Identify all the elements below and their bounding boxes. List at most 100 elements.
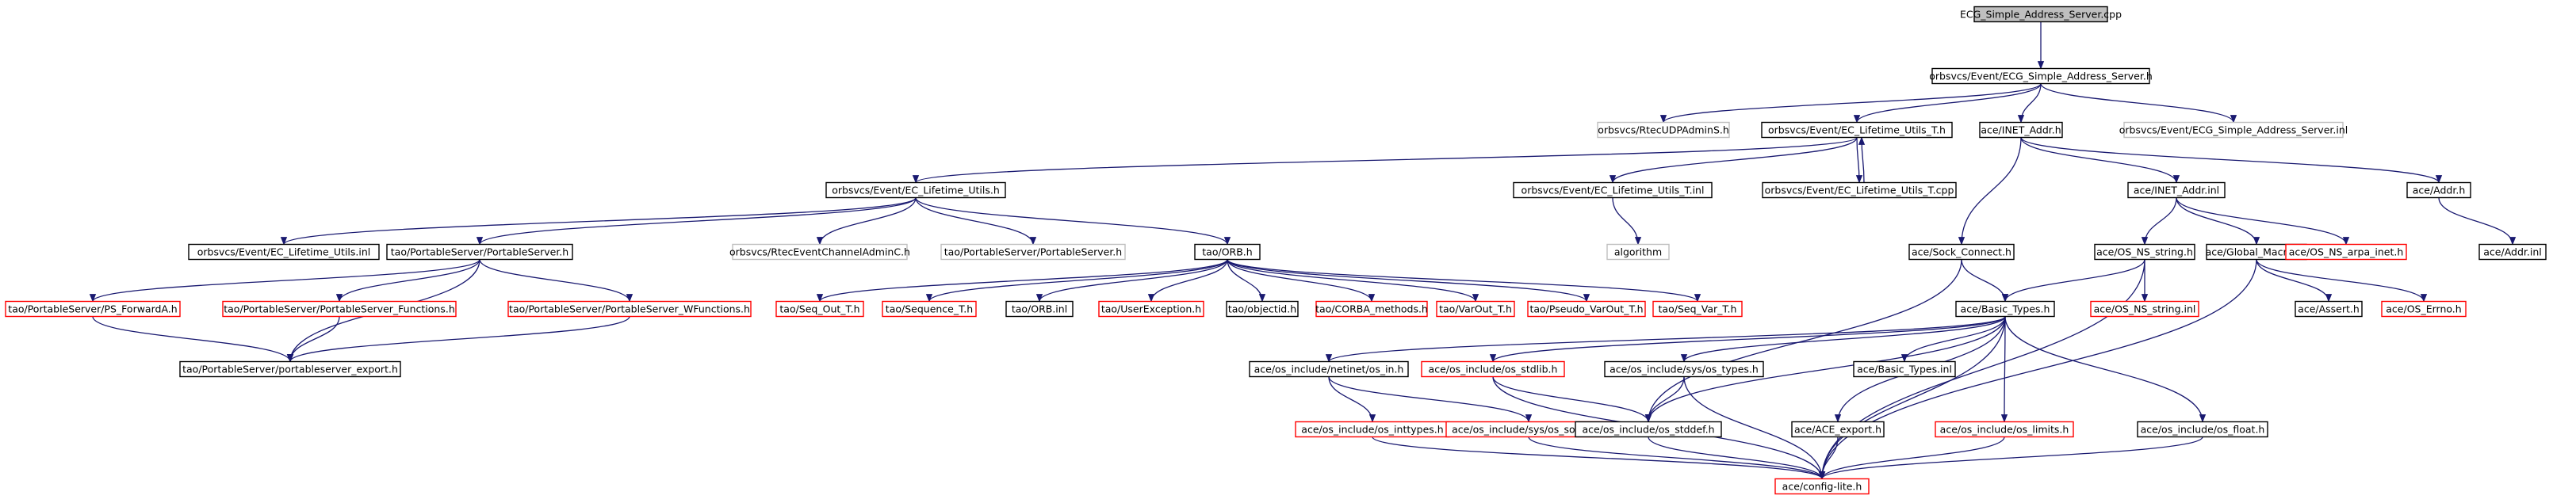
dependency-arrow bbox=[1328, 376, 1533, 423]
edge-n40-to-n45 bbox=[1492, 376, 1652, 423]
node-box bbox=[1908, 243, 2015, 261]
dependency-arrow bbox=[1227, 259, 1376, 303]
edge-n3-to-n6 bbox=[913, 136, 1858, 184]
edge-n6-to-n12 bbox=[477, 197, 917, 246]
edge-n19-to-n49 bbox=[1818, 259, 2257, 480]
dependency-arrow bbox=[1227, 259, 1590, 303]
edge-n7-to-n16 bbox=[1612, 197, 1642, 246]
edge-n34-to-n40 bbox=[1490, 315, 2006, 363]
file-node[interactable]: ace/Global_Macros.h bbox=[2206, 243, 2308, 261]
node-label: ace/OS_Errno.h bbox=[2386, 303, 2461, 315]
edge-n44-to-n49 bbox=[1528, 436, 1826, 480]
edge-n3-to-n8 bbox=[1855, 137, 1863, 184]
file-node[interactable]: ace/os_include/sys/os_types.h bbox=[1604, 360, 1764, 378]
dependency-arrow bbox=[915, 197, 1037, 246]
file-node: ace/os_include/os_limits.h bbox=[1935, 421, 2074, 438]
file-node[interactable]: ace/ACE_export.h bbox=[1791, 421, 1885, 438]
node-box bbox=[2381, 300, 2467, 318]
edge-n15-to-n28 bbox=[1147, 259, 1228, 303]
file-node[interactable]: tao/ORB.inl bbox=[1005, 300, 1074, 318]
dependency-arrow bbox=[1328, 376, 1376, 423]
file-node[interactable]: ace/INET_Addr.inl bbox=[2127, 181, 2226, 199]
edge-n9-to-n19 bbox=[2176, 197, 2260, 246]
dependency-arrow bbox=[1900, 316, 2006, 363]
node-label: tao/PortableServer/PS_ForwardA.h bbox=[8, 303, 177, 315]
node-label: tao/Seq_Var_T.h bbox=[1659, 303, 1737, 315]
file-node[interactable]: ace/INET_Addr.h bbox=[1979, 121, 2063, 139]
dependency-arrow bbox=[1492, 376, 1652, 423]
edge-n8-to-n3 bbox=[1858, 136, 1866, 183]
file-node[interactable]: orbsvcs/Event/EC_Lifetime_Utils_T.inl bbox=[1513, 181, 1713, 199]
file-node: ace/os_include/os_stdlib.h bbox=[1421, 360, 1565, 378]
edge-n3-to-n7 bbox=[1609, 137, 1858, 184]
node-label: tao/ORB.h bbox=[1202, 246, 1252, 258]
file-node[interactable]: tao/PortableServer/PortableServer.h bbox=[386, 243, 573, 261]
file-node[interactable]: ace/Basic_Types.inl bbox=[1853, 360, 1956, 378]
file-node[interactable]: orbsvcs/Event/EC_Lifetime_Utils.inl bbox=[188, 243, 380, 261]
file-node[interactable]: ace/Sock_Connect.h bbox=[1908, 243, 2015, 261]
edge-n15-to-n31 bbox=[1227, 259, 1479, 303]
edge-n34-to-n39 bbox=[1326, 315, 2006, 363]
node-label: ace/os_include/sys/os_socket.h bbox=[1452, 424, 1606, 436]
root-file-node: ECG_Simple_Address_Server.cpp bbox=[1960, 6, 2122, 23]
node-label: tao/VarOut_T.h bbox=[1439, 303, 1512, 315]
file-node[interactable]: orbsvcs/Event/EC_Lifetime_Utils_T.h bbox=[1761, 121, 1953, 139]
edge-n1-to-n2 bbox=[1660, 82, 2042, 124]
file-node[interactable]: tao/ORB.h bbox=[1194, 243, 1261, 261]
edge-n39-to-n44 bbox=[1328, 376, 1533, 423]
file-node[interactable]: orbsvcs/Event/EC_Lifetime_Utils_T.cpp bbox=[1762, 181, 1957, 199]
node-box bbox=[2094, 243, 2195, 261]
node-label: tao/ORB.inl bbox=[1012, 303, 1067, 315]
node-box bbox=[1527, 300, 1646, 318]
file-node: tao/PortableServer/PortableServer_WFunct… bbox=[507, 300, 752, 318]
node-label: ace/OS_NS_arpa_inet.h bbox=[2289, 246, 2404, 258]
edge-n34-to-n41 bbox=[1680, 316, 2006, 363]
node-box bbox=[386, 243, 573, 261]
file-node[interactable]: ace/OS_NS_string.h bbox=[2094, 243, 2195, 261]
file-node[interactable]: tao/PortableServer/portableserver_export… bbox=[179, 360, 401, 378]
file-node[interactable]: ace/Basic_Types.h bbox=[1955, 300, 2055, 318]
file-node[interactable]: orbsvcs/Event/ECG_Simple_Address_Server.… bbox=[1929, 67, 2153, 85]
file-node: ace/config-lite.h bbox=[1774, 478, 1870, 495]
node-box bbox=[2295, 300, 2363, 318]
dependency-arrow bbox=[817, 258, 1228, 303]
node-box bbox=[1853, 360, 1956, 378]
file-node[interactable]: ace/os_include/os_stddef.h bbox=[1575, 421, 1722, 438]
dependency-arrow bbox=[1818, 259, 2145, 480]
node-box bbox=[1604, 360, 1764, 378]
dependency-arrow bbox=[913, 136, 1858, 184]
file-node[interactable]: ace/Assert.h bbox=[2295, 300, 2363, 318]
file-node: orbsvcs/RtecEventChannelAdminC.h bbox=[729, 243, 910, 261]
file-node[interactable]: ace/Addr.inl bbox=[2478, 243, 2547, 261]
file-node[interactable]: ace/os_include/os_float.h bbox=[2137, 421, 2268, 438]
file-node: tao/Sequence_T.h bbox=[882, 300, 977, 318]
node-box bbox=[1005, 300, 1074, 318]
dependency-arrow bbox=[2176, 197, 2260, 246]
node-label: ace/os_include/os_stdlib.h bbox=[1429, 364, 1558, 375]
file-node[interactable]: ace/os_include/netinet/os_in.h bbox=[1249, 360, 1409, 378]
edge-n15-to-n27 bbox=[1035, 259, 1228, 303]
node-label: ace/os_include/os_limits.h bbox=[1940, 424, 2069, 436]
node-label: ace/Global_Macros.h bbox=[2206, 246, 2308, 258]
file-node[interactable]: orbsvcs/Event/EC_Lifetime_Utils.h bbox=[825, 181, 1006, 199]
dependency-arrow bbox=[1858, 136, 1866, 183]
node-label: ace/INET_Addr.h bbox=[1981, 124, 2061, 136]
file-node[interactable]: tao/objectid.h bbox=[1226, 300, 1299, 318]
edge-n34-to-n49 bbox=[1818, 316, 2006, 480]
file-node[interactable]: ace/Addr.h bbox=[2406, 181, 2471, 199]
node-label: ace/os_include/sys/os_types.h bbox=[1610, 364, 1759, 375]
node-label: tao/PortableServer/portableserver_export… bbox=[182, 364, 398, 375]
node-label: ace/Addr.h bbox=[2413, 185, 2466, 196]
node-box bbox=[775, 300, 864, 318]
dependency-arrow bbox=[2004, 316, 2207, 423]
node-label: ace/os_include/netinet/os_in.h bbox=[1254, 364, 1404, 375]
dependency-arrow bbox=[335, 259, 480, 303]
file-node: tao/Pseudo_VarOut_T.h bbox=[1527, 300, 1646, 318]
node-box bbox=[1315, 300, 1428, 318]
edge-n47-to-n49 bbox=[1818, 436, 2005, 480]
edge-n6-to-n15 bbox=[915, 197, 1231, 246]
node-box bbox=[732, 243, 908, 261]
node-label: orbsvcs/Event/EC_Lifetime_Utils_T.h bbox=[1768, 124, 1946, 136]
edge-n18-to-n34 bbox=[2001, 259, 2145, 303]
edge-n1-to-n4 bbox=[2017, 83, 2042, 124]
